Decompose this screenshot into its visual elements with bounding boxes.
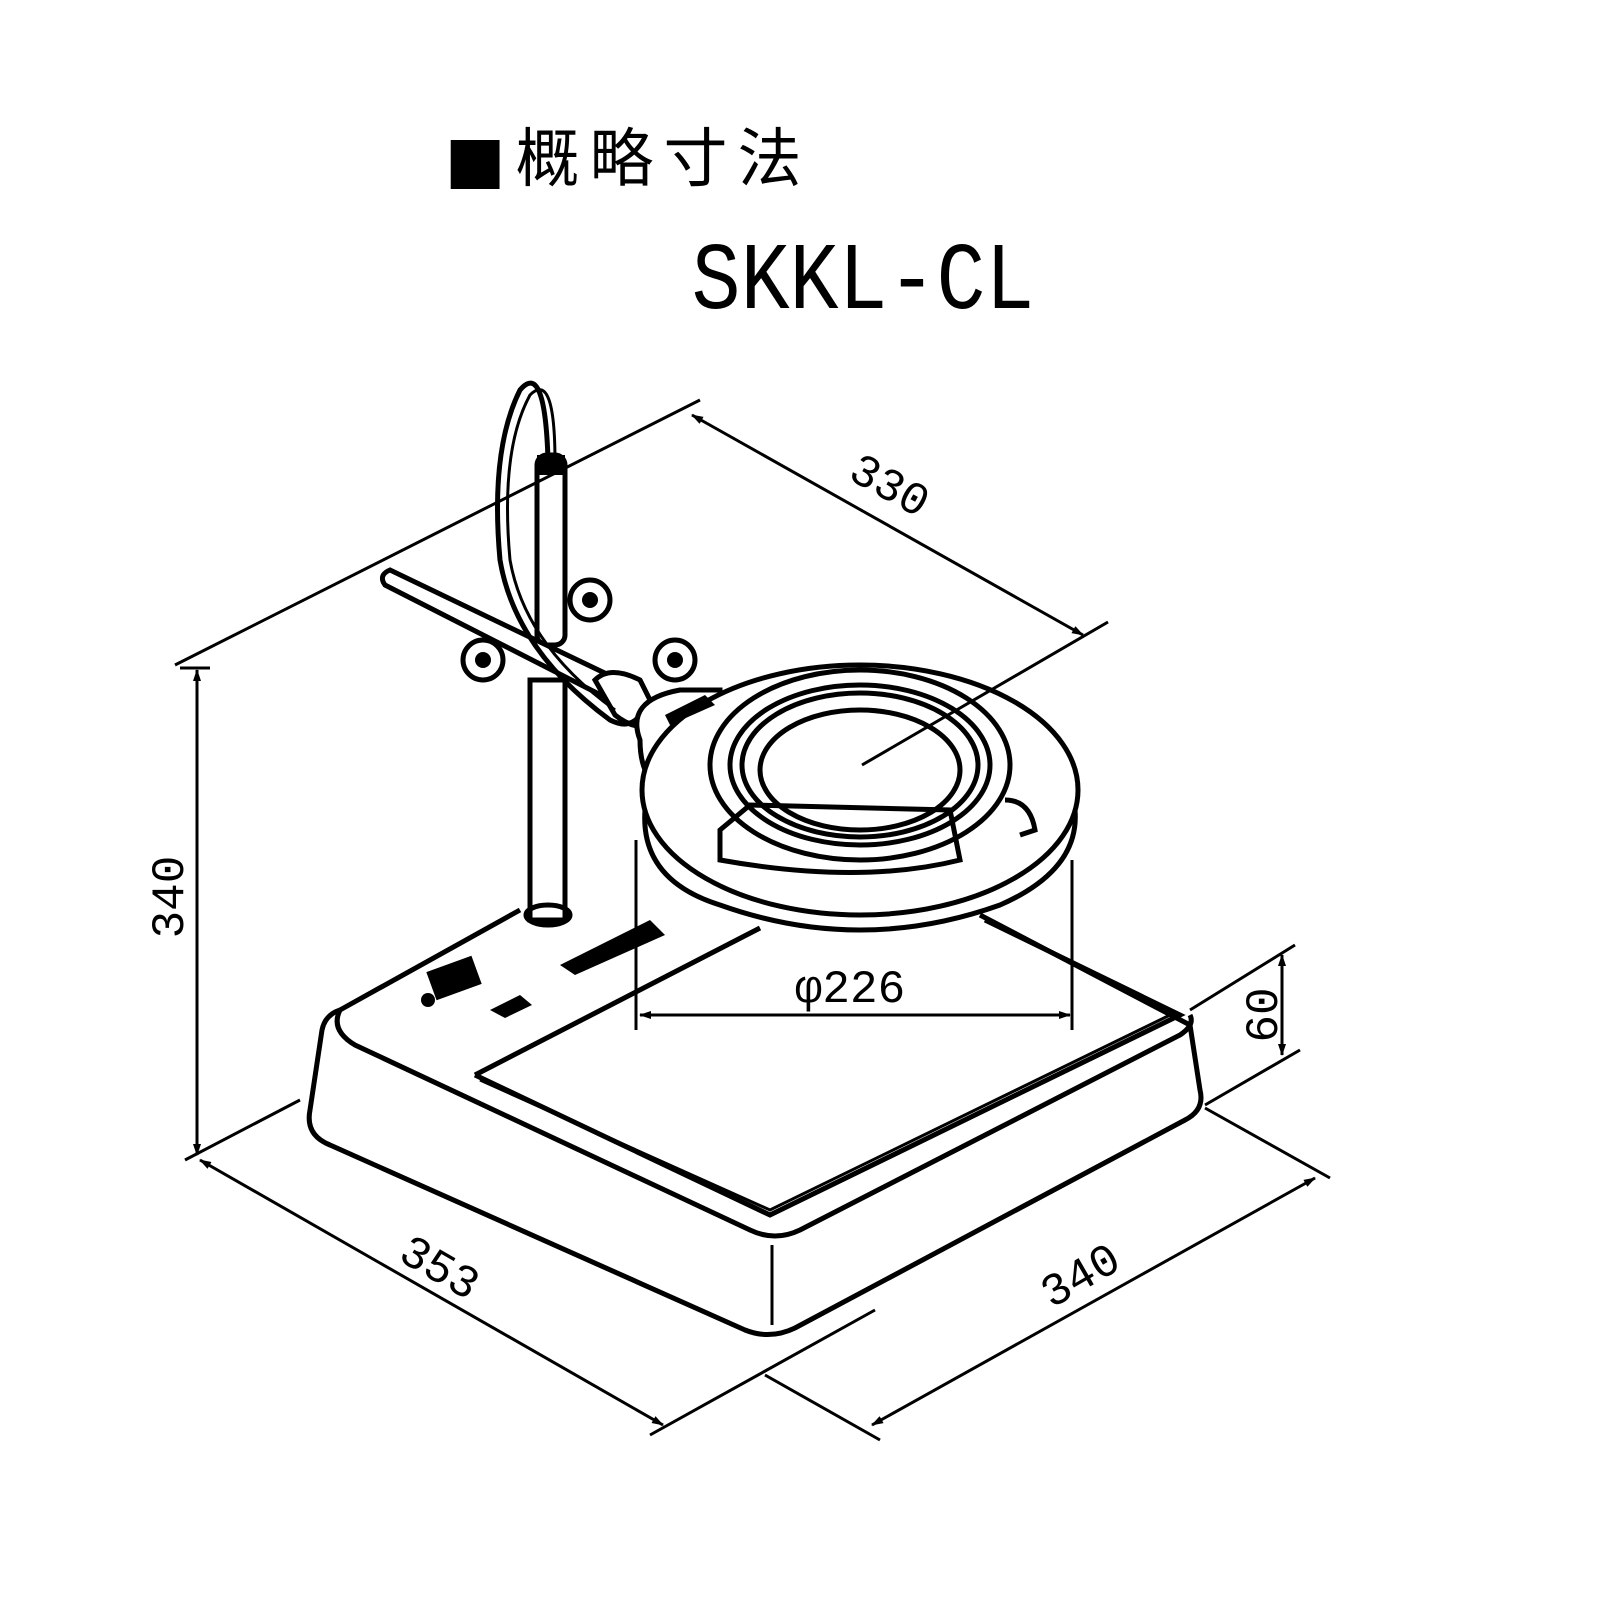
- dim-60: 60: [1239, 987, 1291, 1042]
- switch-icon: [426, 955, 482, 1001]
- lamp-head: [634, 662, 1081, 933]
- dim-lens-diameter: φ226: [795, 964, 905, 1016]
- logo-lamp: [665, 695, 715, 725]
- section-title: ■概略寸法: [445, 123, 812, 197]
- indicator-icon: [421, 993, 435, 1007]
- knob-icon: [490, 995, 532, 1018]
- arm: [379, 380, 698, 729]
- dim-330: 330: [840, 445, 938, 531]
- dim-340-height: 340: [145, 856, 197, 939]
- base: [306, 907, 1204, 1337]
- pole: [523, 452, 573, 928]
- dimension-lines: [174, 398, 1331, 1442]
- logo-base: [560, 920, 665, 975]
- dim-353: 353: [390, 1226, 488, 1312]
- model-name: SKKL-CL: [691, 228, 1035, 337]
